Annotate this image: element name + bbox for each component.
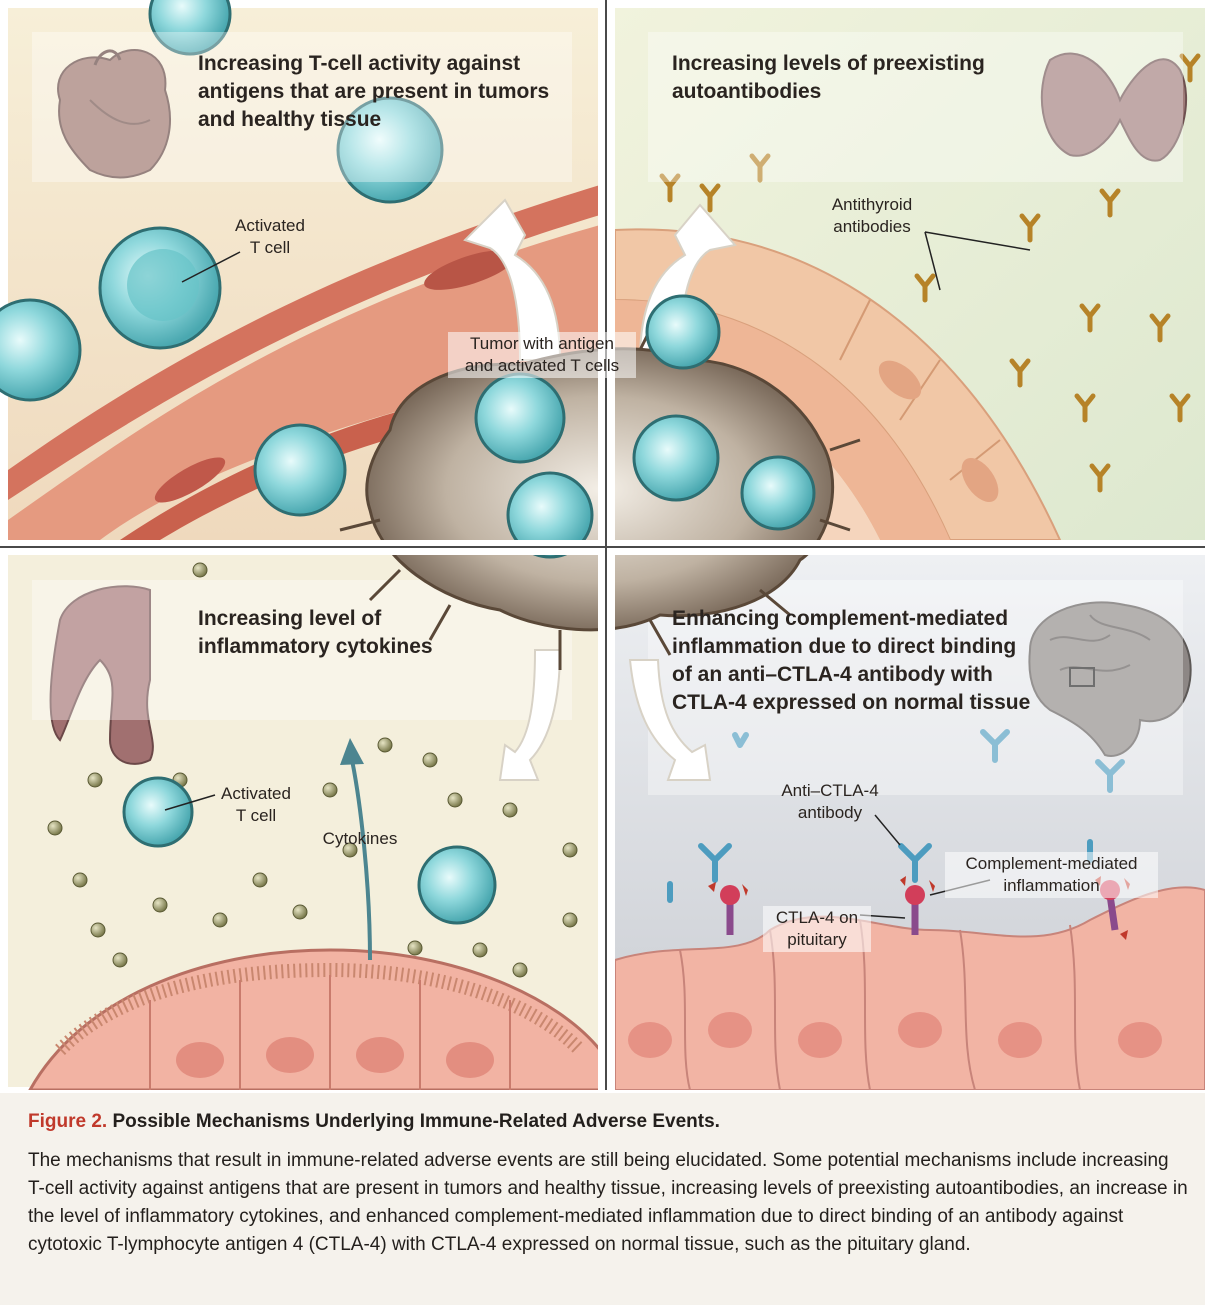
t-cell	[419, 847, 495, 923]
label-tumor: Tumor with antigen and activated T cells	[448, 332, 636, 378]
label-cytokines: Cytokines	[310, 828, 410, 850]
illustration	[0, 0, 1205, 1090]
figure-caption: Figure 2. Possible Mechanisms Underlying…	[0, 1090, 1205, 1305]
t-cell	[647, 296, 719, 368]
label-antithyroid-antibodies: Antithyroid antibodies	[812, 194, 932, 238]
t-cell	[634, 416, 718, 500]
figure-number: Figure 2.	[28, 1111, 107, 1132]
label-activated-t-cell-top: Activated T cell	[220, 215, 320, 259]
label-ctla4-on-pituitary: CTLA-4 on pituitary	[763, 906, 871, 952]
panel-title-top-left: Increasing T-cell activity against antig…	[198, 50, 568, 134]
t-cell	[742, 457, 814, 529]
label-activated-t-cell-bottom: Activated T cell	[206, 783, 306, 827]
label-complement-mediated-inflammation: Complement-mediated inflammation	[945, 852, 1158, 898]
caption-body: The mechanisms that result in immune-rel…	[28, 1147, 1188, 1259]
t-cell	[100, 228, 220, 348]
t-cell	[124, 778, 192, 846]
caption-heading: Figure 2. Possible Mechanisms Underlying…	[28, 1111, 720, 1133]
t-cell	[476, 374, 564, 462]
panel-title-top-right: Increasing levels of preexisting autoant…	[672, 50, 1002, 106]
label-anti-ctla4-antibody: Anti–CTLA-4 antibody	[770, 780, 890, 824]
panel-title-bottom-left: Increasing level of inflammatory cytokin…	[198, 605, 498, 661]
panel-title-bottom-right: Enhancing complement-mediated inflammati…	[672, 605, 1032, 717]
caption-title: Possible Mechanisms Underlying Immune-Re…	[112, 1111, 720, 1132]
t-cell	[255, 425, 345, 515]
